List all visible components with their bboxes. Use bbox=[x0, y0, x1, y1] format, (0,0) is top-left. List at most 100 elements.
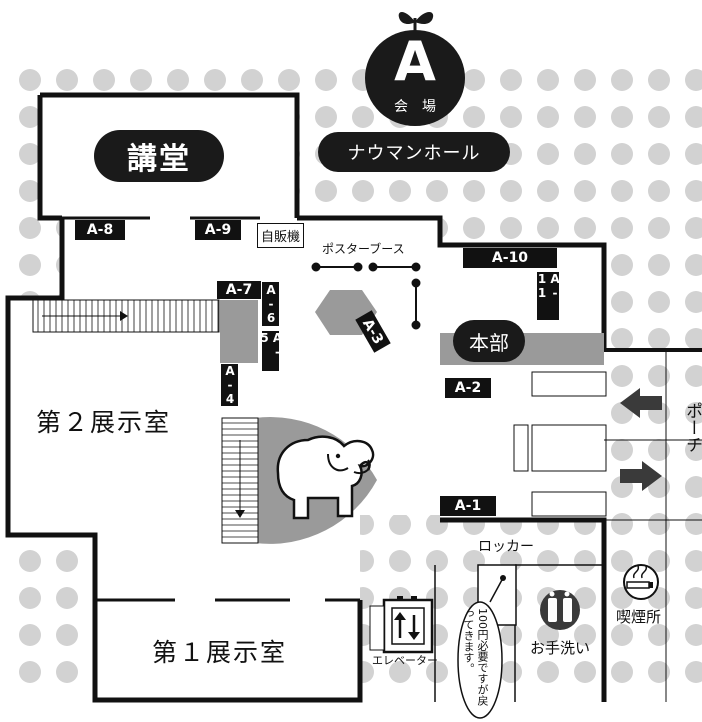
exhibition2-walls bbox=[5, 218, 363, 703]
background-dot bbox=[574, 69, 596, 91]
background-dot bbox=[648, 180, 670, 202]
background-dot bbox=[56, 661, 78, 683]
locker-label: ロッカー bbox=[478, 539, 534, 555]
background-dot bbox=[574, 587, 596, 609]
background-dot bbox=[685, 143, 702, 165]
background-dot bbox=[648, 254, 670, 276]
background-dot bbox=[574, 550, 596, 572]
vending-machine-label: 自販機 bbox=[257, 223, 305, 248]
toilet-label: お手洗い bbox=[530, 639, 591, 657]
background-dot bbox=[685, 328, 702, 350]
background-dot bbox=[648, 328, 670, 350]
background-dot bbox=[611, 550, 633, 572]
background-dot bbox=[500, 180, 522, 202]
stairs-upper bbox=[32, 299, 220, 333]
background-dot bbox=[19, 180, 41, 202]
background-dot bbox=[537, 661, 559, 683]
background-dot bbox=[463, 180, 485, 202]
background-dot bbox=[56, 624, 78, 646]
venue-badge-letter: A bbox=[394, 30, 436, 93]
background-dot bbox=[19, 661, 41, 683]
background-dot bbox=[315, 69, 337, 91]
area-tag-a4: A-4 bbox=[221, 364, 238, 406]
smoking-area-label: 喫煙所 bbox=[616, 608, 662, 626]
background-dot bbox=[389, 513, 411, 535]
elevator-label: エレベーター bbox=[372, 654, 438, 667]
background-dot bbox=[574, 180, 596, 202]
background-dot bbox=[648, 550, 670, 572]
background-dot bbox=[500, 661, 522, 683]
background-dot bbox=[685, 291, 702, 313]
background-dot bbox=[278, 69, 300, 91]
porch-structures bbox=[513, 350, 702, 702]
area-tag-a8: A-8 bbox=[75, 220, 125, 240]
exhibition-2-label: 第２展示室 bbox=[36, 408, 172, 437]
background-dot bbox=[648, 513, 670, 535]
background-dot bbox=[241, 69, 263, 91]
elephant-icon bbox=[276, 435, 375, 520]
auditorium-walls bbox=[40, 92, 300, 218]
background-dot bbox=[426, 550, 448, 572]
area-tag-a5: A-5 bbox=[258, 331, 285, 371]
background-dot bbox=[204, 69, 226, 91]
background-dot bbox=[574, 661, 596, 683]
auditorium-label: 講堂 bbox=[127, 142, 191, 177]
background-dot bbox=[537, 550, 559, 572]
background-dot bbox=[389, 661, 411, 683]
background-dot bbox=[56, 587, 78, 609]
background-dot bbox=[500, 69, 522, 91]
background-dot bbox=[19, 624, 41, 646]
hall-name: ナウマンホール bbox=[347, 143, 481, 164]
background-dot bbox=[685, 550, 702, 572]
background-dot bbox=[167, 69, 189, 91]
background-dot bbox=[315, 106, 337, 128]
background-dot bbox=[685, 624, 702, 646]
auditorium-pill: 講堂 bbox=[94, 130, 224, 182]
porch-label: ポーチ bbox=[682, 402, 702, 453]
area-tag-a6: A-6 bbox=[262, 282, 279, 326]
background-dot bbox=[685, 587, 702, 609]
venue-badge bbox=[365, 12, 465, 126]
background-dot bbox=[648, 661, 670, 683]
background-dot bbox=[611, 217, 633, 239]
background-dot bbox=[19, 69, 41, 91]
background-dot bbox=[19, 254, 41, 276]
background-dot bbox=[500, 106, 522, 128]
background-dot bbox=[500, 624, 522, 646]
background-dot bbox=[130, 69, 152, 91]
background-dot bbox=[537, 624, 559, 646]
smoking-icon bbox=[623, 564, 659, 600]
background-dot bbox=[685, 476, 702, 498]
background-dot bbox=[685, 217, 702, 239]
background-dot bbox=[426, 180, 448, 202]
background-dot bbox=[611, 106, 633, 128]
background-dot bbox=[685, 106, 702, 128]
locker-callout bbox=[457, 577, 504, 719]
background-dot bbox=[611, 328, 633, 350]
background-dot bbox=[611, 513, 633, 535]
background-dot bbox=[611, 291, 633, 313]
background-dot bbox=[19, 587, 41, 609]
background-dot bbox=[574, 624, 596, 646]
background-dot bbox=[685, 661, 702, 683]
background-dot bbox=[611, 365, 633, 387]
background-dot bbox=[389, 550, 411, 572]
arrow-right-icon bbox=[620, 461, 662, 491]
background-dot bbox=[19, 550, 41, 572]
background-dot bbox=[685, 180, 702, 202]
background-dot bbox=[56, 550, 78, 572]
background-dot bbox=[93, 69, 115, 91]
elevator-icon bbox=[369, 596, 434, 654]
background-dot bbox=[19, 106, 41, 128]
pillar-block bbox=[220, 300, 258, 363]
background-dot bbox=[648, 291, 670, 313]
headquarters-label: 本部 bbox=[469, 330, 509, 355]
background-dot bbox=[463, 106, 485, 128]
background-dot bbox=[611, 439, 633, 461]
headquarters-pill: 本部 bbox=[453, 320, 525, 362]
venue-badge-label: 会 場 bbox=[394, 99, 436, 115]
background-dot bbox=[648, 69, 670, 91]
background-dot bbox=[352, 180, 374, 202]
